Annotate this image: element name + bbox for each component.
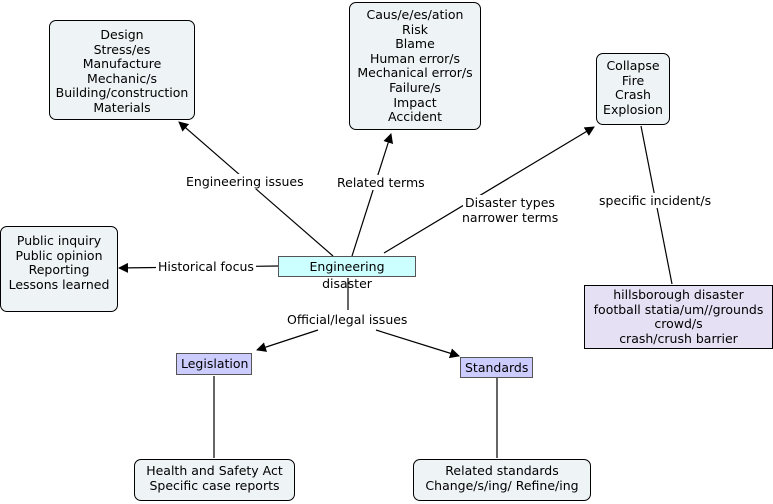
node-health-line: Specific case reports — [149, 477, 280, 493]
node-engineering-disaster[interactable]: Engineering disaster — [278, 256, 416, 291]
label-official-legal: Official/legal issues — [285, 312, 410, 327]
label-narrower-terms: narrower terms — [460, 210, 561, 225]
node-related-line: Blame — [395, 36, 435, 52]
legislation-label: Legislation — [181, 356, 249, 371]
node-design-line: Design — [100, 27, 144, 42]
node-incident-line: crash/crush barrier — [619, 330, 738, 346]
node-standards[interactable]: Standards — [460, 357, 533, 378]
node-related-std-line: Change/s/ing/ Refine/ing — [425, 477, 579, 493]
standards-label: Standards — [465, 360, 529, 375]
node-specific-incident[interactable]: hillsborough disaster football statia/um… — [584, 285, 773, 349]
node-disaster-line: Explosion — [603, 101, 663, 117]
node-related-standards[interactable]: Related standards Change/s/ing/ Refine/i… — [413, 459, 591, 501]
node-disaster-line: Collapse — [606, 58, 660, 73]
node-disaster-line: Fire — [621, 72, 645, 88]
node-design-line: Stress/es — [93, 41, 151, 57]
node-incident-line: football statia/um//grounds — [593, 301, 764, 317]
node-legislation[interactable]: Legislation — [176, 353, 252, 375]
node-related-line: Caus/e/es/ation — [366, 7, 464, 22]
node-related-line: Risk — [402, 21, 428, 37]
node-public-line: Public inquiry — [16, 233, 102, 248]
link-to-legislation — [256, 329, 319, 352]
link-engineering-issues — [178, 121, 334, 257]
link-to-standards — [375, 329, 460, 359]
node-related-line: Failure/s — [389, 79, 441, 95]
label-specific-incident: specific incident/s — [597, 193, 714, 208]
label-engineering-issues: Engineering issues — [184, 174, 306, 189]
center-label: Engineering disaster — [309, 259, 385, 291]
label-disaster-types: Disaster types — [463, 195, 557, 210]
node-incident-line: crowd/s — [654, 316, 703, 332]
node-incident-line: hillsborough disaster — [613, 287, 744, 302]
node-related-std-line: Related standards — [445, 463, 559, 478]
node-related-line: Accident — [388, 109, 442, 125]
node-related-line: Human error/s — [369, 50, 461, 66]
node-public-line: Reporting — [28, 262, 90, 278]
node-related-terms[interactable]: Caus/e/es/ation Risk Blame Human error/s… — [349, 2, 481, 130]
node-related-line: Impact — [393, 94, 437, 110]
node-design-line: Materials — [93, 99, 151, 115]
node-design[interactable]: Design Stress/es Manufacture Mechanic/s … — [49, 20, 195, 120]
label-historical-focus: Historical focus — [156, 259, 256, 274]
node-design-line: Manufacture — [82, 56, 162, 72]
node-disaster-line: Crash — [615, 87, 651, 103]
node-disaster-types[interactable]: Collapse Fire Crash Explosion — [596, 53, 670, 125]
link-disaster-types — [383, 126, 595, 254]
link-related-terms — [351, 133, 394, 257]
node-historical[interactable]: Public inquiry Public opinion Reporting … — [0, 226, 118, 312]
node-public-line: Public opinion — [15, 247, 103, 263]
node-design-line: Mechanic/s — [87, 70, 157, 86]
node-design-line: Building/construction — [55, 85, 189, 101]
node-health-safety[interactable]: Health and Safety Act Specific case repo… — [134, 459, 295, 501]
node-health-line: Health and Safety Act — [146, 463, 283, 478]
node-public-line: Lessons learned — [8, 276, 110, 292]
label-related-terms: Related terms — [335, 175, 427, 190]
node-related-line: Mechanical error/s — [357, 65, 473, 81]
